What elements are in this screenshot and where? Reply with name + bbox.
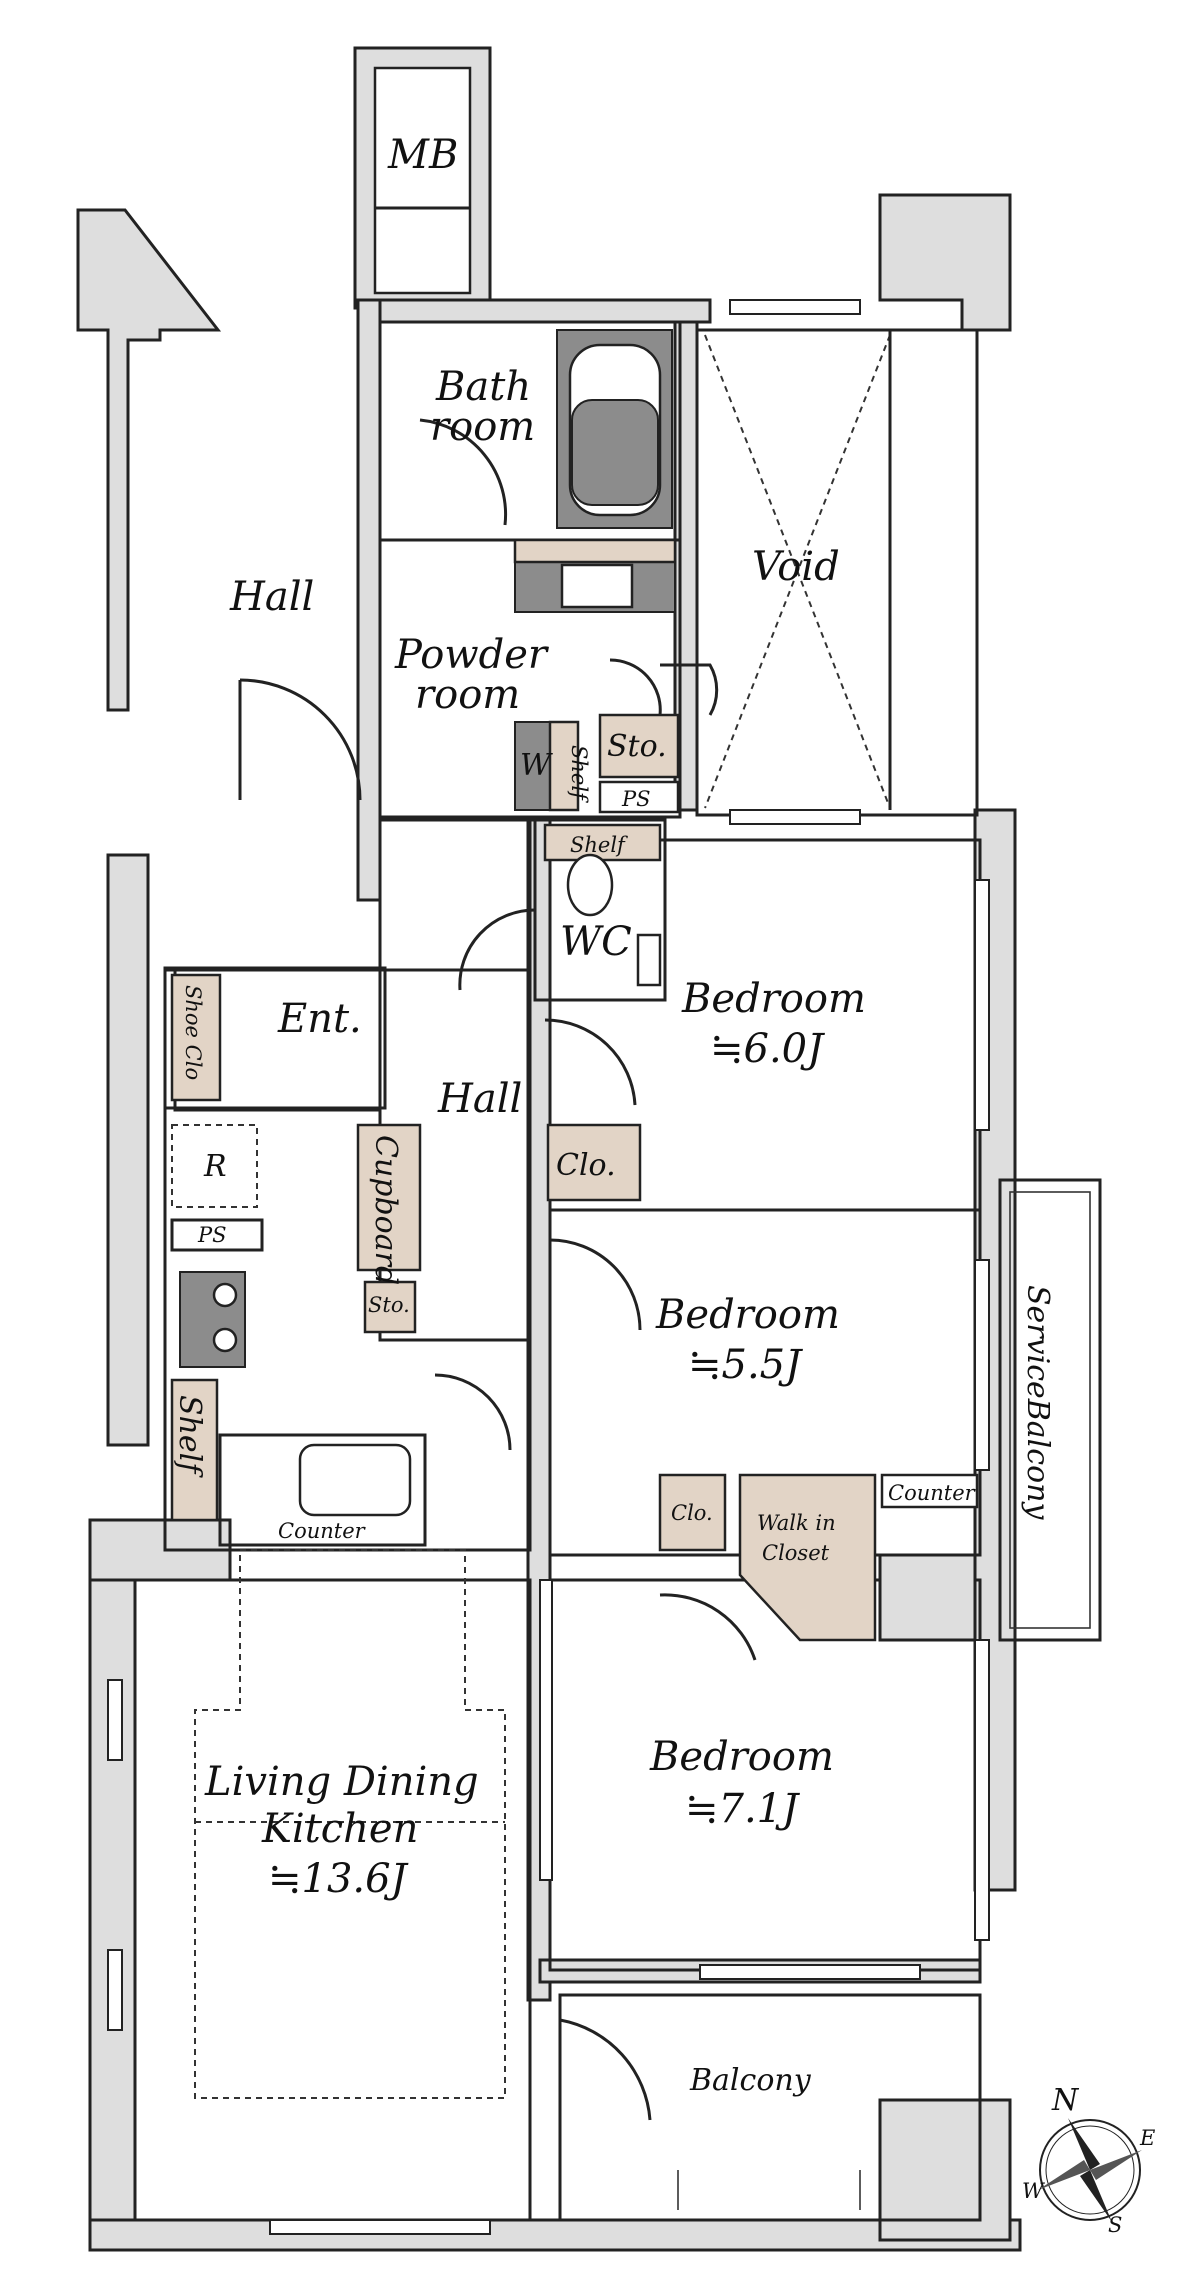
compass-s-label: S (1108, 2213, 1122, 2237)
kitchen-shelf-label: Shelf (172, 1395, 207, 1478)
bedroom-c-name: Bedroom (649, 1734, 834, 1780)
service-balcony-label: ServiceBalcony (1020, 1285, 1055, 1520)
walkin-label-2: Closet (762, 1541, 830, 1565)
bedroom-a-size: ≒6.0J (710, 1026, 825, 1072)
bath-label-2: room (430, 404, 535, 450)
service-balcony (998, 1178, 1102, 1642)
bedroom-b-size: ≒5.5J (688, 1342, 803, 1388)
powder-storage (598, 713, 680, 814)
refrigerator-label: R (203, 1149, 227, 1184)
powder-label-1: Powder (394, 632, 550, 678)
ldk-dashed-zone (194, 1549, 506, 2099)
washer-label: W (520, 748, 553, 783)
powder-sto-label: Sto. (607, 729, 667, 764)
wc-label: WC (560, 919, 632, 965)
hall-sto-label: Sto. (368, 1293, 410, 1317)
void-label: Void (752, 544, 840, 590)
bedroom-c-size: ≒7.1J (685, 1786, 800, 1832)
bathtub (556, 329, 673, 529)
ldk-size: ≒13.6J (268, 1856, 409, 1902)
bedroom-counter-label: Counter (888, 1481, 977, 1505)
compass-e-label: E (1139, 2126, 1155, 2150)
entrance (163, 678, 387, 1110)
walkin-label-1: Walk in (757, 1511, 836, 1535)
kitchen-counter-label: Counter (278, 1519, 367, 1543)
outside-hall-label: Hall (229, 574, 314, 620)
inner-hall-label: Hall (437, 1076, 522, 1122)
balcony-area (559, 2018, 861, 2210)
closet-a-label: Clo. (556, 1148, 616, 1183)
bedroom-a-name: Bedroom (681, 976, 866, 1022)
kitchen-fixtures (170, 1123, 427, 1547)
compass-w-label: W (1022, 2179, 1046, 2203)
ldk-label-1: Living Dining (204, 1759, 479, 1805)
wc-area (533, 818, 667, 1002)
entrance-label: Ent. (277, 996, 362, 1042)
washer (514, 720, 580, 812)
windows (107, 299, 990, 2235)
compass-icon (1038, 2118, 1142, 2222)
vanity (513, 538, 677, 613)
shoe-closet-label: Shoe Clo (181, 985, 205, 1080)
wc-shelf-label: Shelf (570, 833, 628, 857)
cupboard-label: Cupboard (368, 1135, 403, 1285)
compass-n-label: N (1051, 2083, 1080, 2118)
labels: MB Hall Bath room Void Powder room W She… (172, 132, 1155, 2237)
mb-label: MB (387, 132, 458, 178)
ps-top-label: PS (621, 787, 651, 811)
closet-b-label: Clo. (671, 1501, 713, 1525)
void-area (704, 330, 892, 810)
ps-kitchen-label: PS (197, 1223, 227, 1247)
balcony-label: Balcony (689, 2063, 812, 2098)
door-swings (419, 418, 757, 1661)
powder-shelf-label: Shelf (567, 745, 591, 803)
bath-label-1: Bath (435, 364, 531, 410)
bedroom-b-name: Bedroom (655, 1292, 840, 1338)
powder-label-2: room (415, 672, 520, 718)
ldk-label-2: Kitchen (261, 1806, 418, 1852)
bedroom-closets (546, 1123, 979, 1642)
